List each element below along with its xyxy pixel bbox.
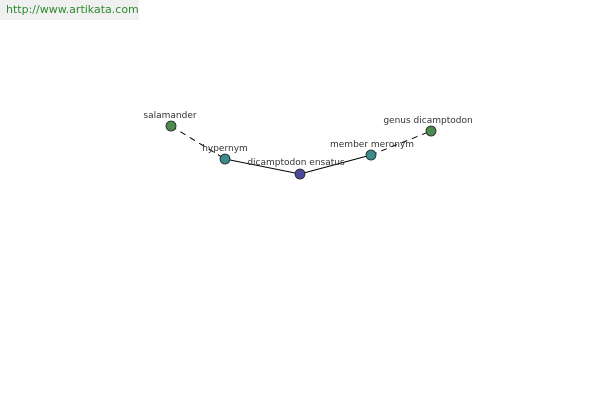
edge-salamander-to-hypernym	[170, 125, 226, 160]
edge-dicamptodon-ensatus-to-member-meronym	[299, 154, 372, 175]
node-member-meronym-label: member meronym	[330, 140, 414, 150]
node-genus-dicamptodon-circle[interactable]	[425, 125, 437, 137]
node-genus-dicamptodon[interactable]: genus dicamptodon	[383, 116, 473, 137]
node-salamander-circle[interactable]	[165, 120, 177, 132]
node-hypernym-circle[interactable]	[219, 153, 231, 165]
node-member-meronym[interactable]: member meronym	[330, 140, 414, 161]
node-salamander[interactable]: salamander	[143, 111, 197, 132]
node-dicamptodon-ensatus[interactable]: dicamptodon ensatus	[247, 158, 345, 180]
node-member-meronym-circle[interactable]	[365, 149, 377, 161]
edge-hypernym-to-dicamptodon-ensatus	[224, 158, 301, 175]
node-dicamptodon-ensatus-label: dicamptodon ensatus	[247, 158, 345, 168]
nodes-layer: salamander hypernym dicamptodon ensatus mem…	[143, 111, 473, 180]
node-genus-dicamptodon-label: genus dicamptodon	[383, 116, 472, 126]
node-hypernym-label: hypernym	[202, 144, 248, 154]
node-hypernym[interactable]: hypernym	[202, 144, 248, 165]
node-salamander-label: salamander	[143, 111, 196, 121]
edges-layer	[170, 125, 432, 175]
site-url-watermark[interactable]: http://www.artikata.com	[0, 0, 139, 20]
node-dicamptodon-ensatus-circle[interactable]	[294, 168, 306, 180]
